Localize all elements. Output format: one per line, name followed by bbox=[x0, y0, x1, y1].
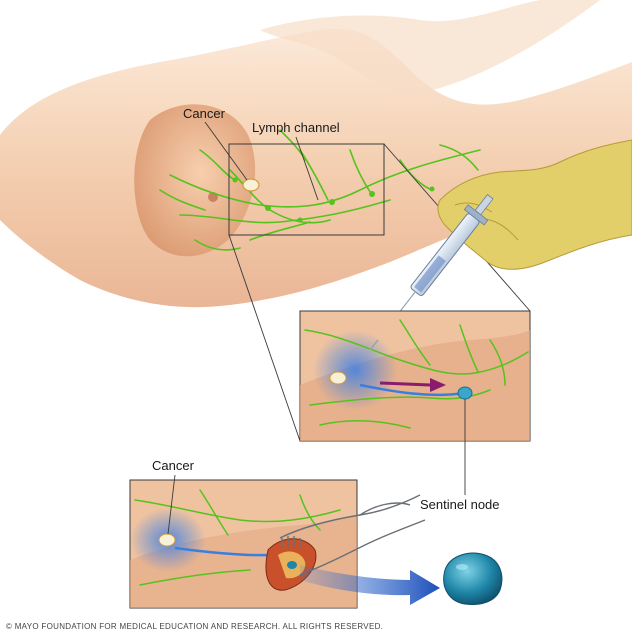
gloved-hand bbox=[437, 139, 632, 270]
lymph-network-main bbox=[159, 129, 481, 251]
label-sentinel-node: Sentinel node bbox=[420, 497, 500, 512]
leader-cancer-bottom bbox=[167, 474, 176, 535]
lymph-nodes-main bbox=[232, 177, 435, 223]
leader-cancer-top bbox=[204, 121, 248, 181]
surgical-retractor bbox=[279, 494, 426, 576]
injection-inset bbox=[299, 310, 531, 442]
copyright-notice: © MAYO FOUNDATION FOR MEDICAL EDUCATION … bbox=[6, 622, 384, 631]
label-cancer-bottom: Cancer bbox=[152, 458, 194, 473]
detail-frame-top bbox=[228, 143, 385, 236]
tumor-top bbox=[242, 178, 260, 192]
leader-lymph-channel bbox=[295, 136, 319, 201]
label-lymph-channel: Lymph channel bbox=[252, 120, 340, 135]
surgery-inset bbox=[129, 479, 358, 609]
removal-arrow bbox=[300, 565, 440, 605]
label-cancer-top: Cancer bbox=[183, 106, 225, 121]
sentinel-node-specimen bbox=[443, 552, 503, 605]
